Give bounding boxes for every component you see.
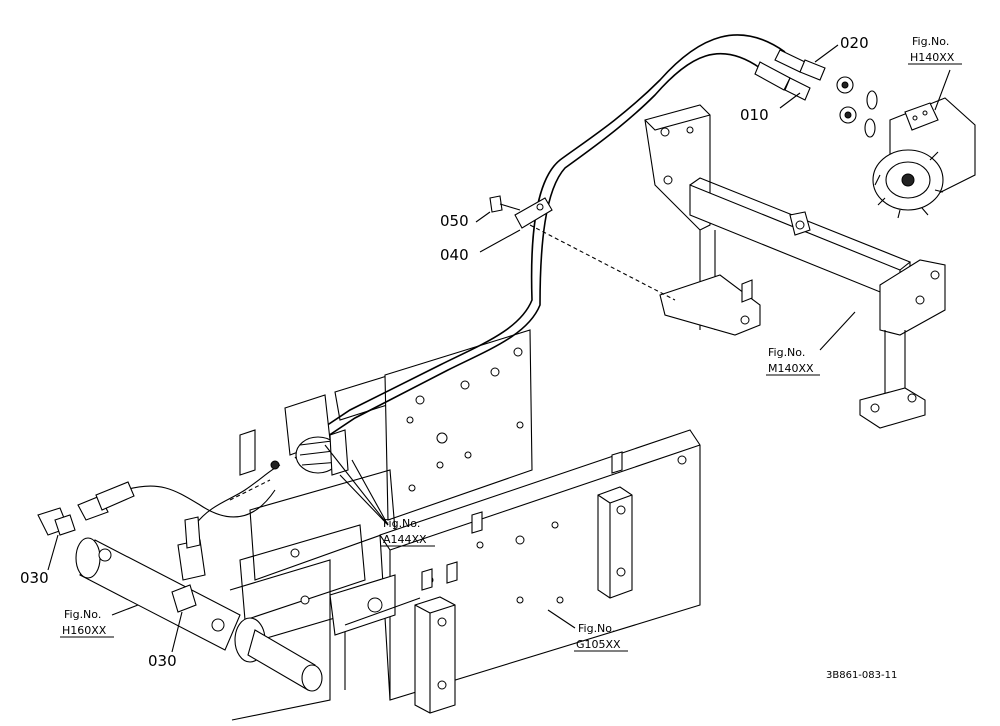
part-number-010: 010 xyxy=(740,106,769,124)
fig-ref-h160-code: H160XX xyxy=(62,624,107,637)
rear-frame-m140 xyxy=(644,104,946,429)
fig-ref-g105: Fig.No. G105XX xyxy=(574,622,628,652)
fig-ref-h140-label: Fig.No. xyxy=(912,35,949,48)
part-number-030-lower: 030 xyxy=(148,652,177,670)
fig-ref-m140: Fig.No. M140XX xyxy=(766,346,820,376)
fig-ref-g105-label: Fig.No. xyxy=(578,622,615,635)
side-frame-g105 xyxy=(329,429,701,714)
fig-ref-m140-label: Fig.No. xyxy=(768,346,805,359)
part-number-030-left: 030 xyxy=(20,569,49,587)
hydraulic-motor xyxy=(872,97,976,219)
motor-fittings xyxy=(836,76,878,138)
fig-ref-h140: Fig.No. H140XX xyxy=(908,35,962,65)
hose-fittings-top xyxy=(754,49,826,101)
part-number-050: 050 xyxy=(440,212,469,230)
fig-ref-m140-code: M140XX xyxy=(768,362,814,375)
fig-ref-a144: Fig.No. A144XX xyxy=(381,517,435,547)
main-frame xyxy=(229,329,533,721)
part-number-040: 040 xyxy=(440,246,469,264)
hose-clamp xyxy=(489,195,553,229)
fig-ref-a144-code: A144XX xyxy=(383,533,427,546)
fig-ref-h140-code: H140XX xyxy=(910,51,955,64)
fig-ref-a144-label: Fig.No. xyxy=(383,517,420,530)
hose-couplings-cylinder xyxy=(77,481,206,581)
hydraulic-cylinder xyxy=(37,507,323,692)
leader-lines xyxy=(47,44,951,653)
fig-ref-h160-label: Fig.No. xyxy=(64,608,101,621)
fig-ref-h160: Fig.No. H160XX xyxy=(60,608,114,638)
drawing-code: 3B861-083-11 xyxy=(826,670,897,681)
valve-bracket xyxy=(239,394,349,476)
fig-ref-g105-code: G105XX xyxy=(576,638,621,651)
part-number-020: 020 xyxy=(840,34,869,52)
hydraulic-hoses xyxy=(124,34,786,526)
